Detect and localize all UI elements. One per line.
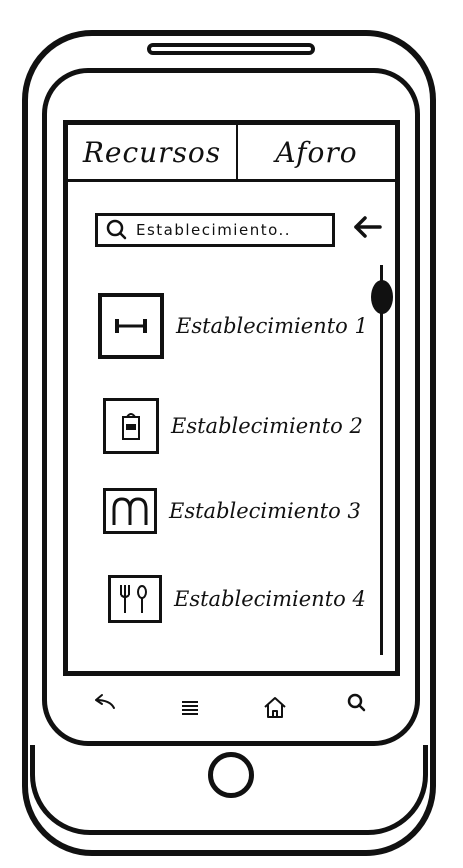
phone-bottom-edge bbox=[30, 745, 428, 835]
search-input-value: Establecimiento.. bbox=[136, 221, 292, 239]
tab-divider bbox=[236, 125, 238, 179]
phone-bezel bbox=[42, 68, 420, 746]
list-item[interactable]: Establecimiento 1 bbox=[98, 293, 368, 359]
list-item[interactable]: Establecimiento 3 bbox=[103, 488, 361, 534]
menu-icon[interactable] bbox=[175, 690, 205, 720]
scrollbar-track bbox=[380, 265, 383, 655]
app-screen: Recursos Aforo Establecimiento.. E bbox=[63, 120, 400, 676]
back-arrow-icon[interactable] bbox=[350, 209, 386, 245]
tab-aforo[interactable]: Aforo bbox=[238, 125, 395, 179]
list-item[interactable]: Establecimiento 4 bbox=[108, 575, 366, 623]
scrollbar[interactable] bbox=[371, 265, 393, 665]
shop-bag-icon bbox=[103, 398, 159, 454]
dumbbell-icon bbox=[98, 293, 164, 359]
home-icon[interactable] bbox=[260, 690, 290, 720]
back-icon[interactable] bbox=[90, 690, 120, 720]
hardware-home-button[interactable] bbox=[208, 752, 254, 798]
tab-aforo-label: Aforo bbox=[275, 135, 358, 169]
tab-recursos-label: Recursos bbox=[82, 135, 222, 169]
system-nav-bar bbox=[80, 690, 380, 730]
search-icon[interactable] bbox=[342, 690, 372, 720]
tab-bar: Recursos Aforo bbox=[68, 125, 395, 182]
scrollbar-thumb[interactable] bbox=[371, 280, 393, 314]
tab-recursos[interactable]: Recursos bbox=[68, 125, 236, 179]
search-icon bbox=[106, 219, 127, 240]
list-item[interactable]: Establecimiento 2 bbox=[103, 398, 363, 454]
fork-spoon-icon bbox=[108, 575, 162, 623]
m-logo-icon bbox=[103, 488, 157, 534]
phone-speaker bbox=[147, 43, 315, 55]
list-item-label: Establecimiento 4 bbox=[174, 587, 366, 611]
list-item-label: Establecimiento 1 bbox=[176, 314, 368, 338]
list-item-label: Establecimiento 2 bbox=[171, 414, 363, 438]
search-input[interactable]: Establecimiento.. bbox=[95, 213, 335, 247]
list-item-label: Establecimiento 3 bbox=[169, 499, 361, 523]
